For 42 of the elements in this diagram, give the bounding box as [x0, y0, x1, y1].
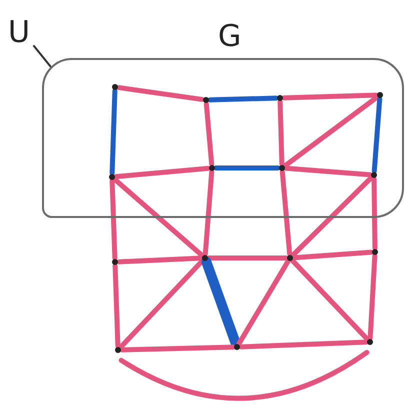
leader-line — [32, 45, 52, 68]
graph-edge — [214, 166, 280, 170]
graph-edge — [372, 96, 382, 174]
graph-edge — [112, 264, 120, 348]
vertex-dot — [377, 92, 383, 98]
graph-edge — [206, 256, 288, 260]
vertex-dot — [112, 259, 118, 265]
graph-edge — [113, 166, 211, 180]
graph-edge — [278, 100, 284, 166]
graph-edge — [116, 85, 205, 102]
graph-edge — [236, 258, 290, 346]
graph-edge — [282, 92, 378, 100]
graph-edge — [290, 258, 370, 342]
graph-edge — [112, 177, 204, 258]
graph-edge — [204, 101, 214, 167]
vertex-dot — [115, 347, 121, 353]
graph-edge — [284, 166, 372, 178]
graph-edge — [116, 256, 204, 264]
graph-edge — [372, 176, 378, 250]
graph-edge — [292, 250, 374, 260]
vertex-dot — [372, 249, 378, 255]
graph-edge — [110, 88, 118, 176]
graph-edge — [282, 94, 380, 168]
graph-edge — [118, 350, 370, 401]
graph-edge — [280, 169, 292, 257]
graph-edge — [208, 96, 278, 102]
graph-edge — [238, 340, 368, 350]
vertex-dot — [203, 97, 209, 103]
graph-edge — [368, 254, 378, 340]
set-outline — [42, 58, 404, 218]
graph-edge — [120, 344, 236, 352]
vertex-dot — [277, 95, 283, 101]
vertex-dot — [109, 174, 115, 180]
set-label: U — [8, 18, 30, 48]
graph-label: G — [218, 22, 242, 52]
graph-edge — [202, 170, 214, 256]
vertex-dot — [279, 165, 285, 171]
vertex-dot — [112, 84, 118, 90]
graph-edge — [118, 258, 205, 350]
vertex-dot — [209, 165, 215, 171]
graph-edge — [110, 178, 118, 260]
graph-edge — [290, 175, 374, 258]
